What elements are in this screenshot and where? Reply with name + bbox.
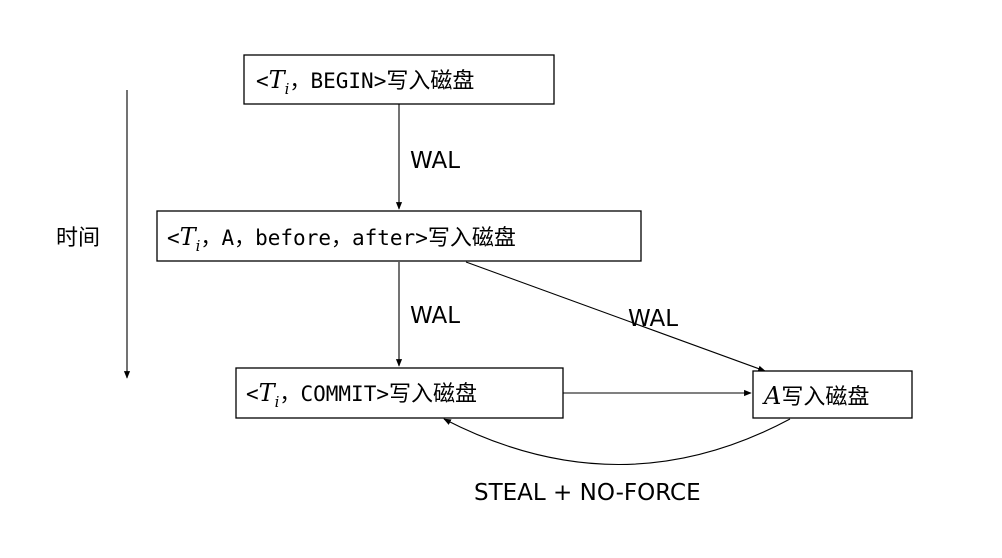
edge-label-update-to-a: WAL	[628, 306, 678, 332]
node-begin-label: <Ti，BEGIN>写入磁盘	[256, 66, 474, 98]
node-update-sub: i	[196, 237, 201, 255]
node-commit-prefix: <	[246, 382, 259, 406]
node-commit-label: <Ti，COMMIT>写入磁盘	[246, 379, 477, 411]
node-begin-rest: ，BEGIN>	[289, 69, 386, 93]
node-update-prefix: <	[167, 226, 180, 250]
node-begin-suffix: 写入磁盘	[386, 69, 474, 94]
node-commit-var: T	[259, 379, 277, 407]
node-a-write-label: A写入磁盘	[762, 382, 869, 410]
node-begin-prefix: <	[256, 69, 269, 93]
edge-update-to-a	[465, 261, 766, 372]
node-update: <Ti，A，before，after>写入磁盘	[156, 210, 642, 262]
node-update-label: <Ti，A，before，after>写入磁盘	[167, 223, 516, 255]
node-begin: <Ti，BEGIN>写入磁盘	[243, 54, 555, 105]
node-update-rest: ，A，before，after>	[200, 226, 427, 250]
node-update-var: T	[180, 223, 198, 251]
edge-label-update-to-commit: WAL	[410, 303, 460, 329]
node-commit: <Ti，COMMIT>写入磁盘	[235, 367, 564, 419]
node-commit-suffix: 写入磁盘	[389, 382, 477, 407]
node-a-write: A写入磁盘	[752, 370, 913, 419]
time-axis-label: 时间	[56, 226, 100, 251]
node-update-suffix: 写入磁盘	[428, 226, 516, 251]
node-a-write-var: A	[762, 382, 781, 410]
time-axis: 时间	[56, 90, 131, 379]
node-a-write-suffix: 写入磁盘	[781, 385, 869, 410]
node-begin-var: T	[269, 66, 287, 94]
edge-label-begin-to-update: WAL	[410, 148, 460, 174]
node-begin-sub: i	[285, 80, 290, 98]
edge-a-to-commit	[443, 418, 791, 466]
node-commit-sub: i	[275, 393, 280, 411]
node-commit-rest: ，COMMIT>	[279, 382, 389, 406]
edge-label-a-to-commit: STEAL + NO-FORCE	[474, 480, 701, 506]
